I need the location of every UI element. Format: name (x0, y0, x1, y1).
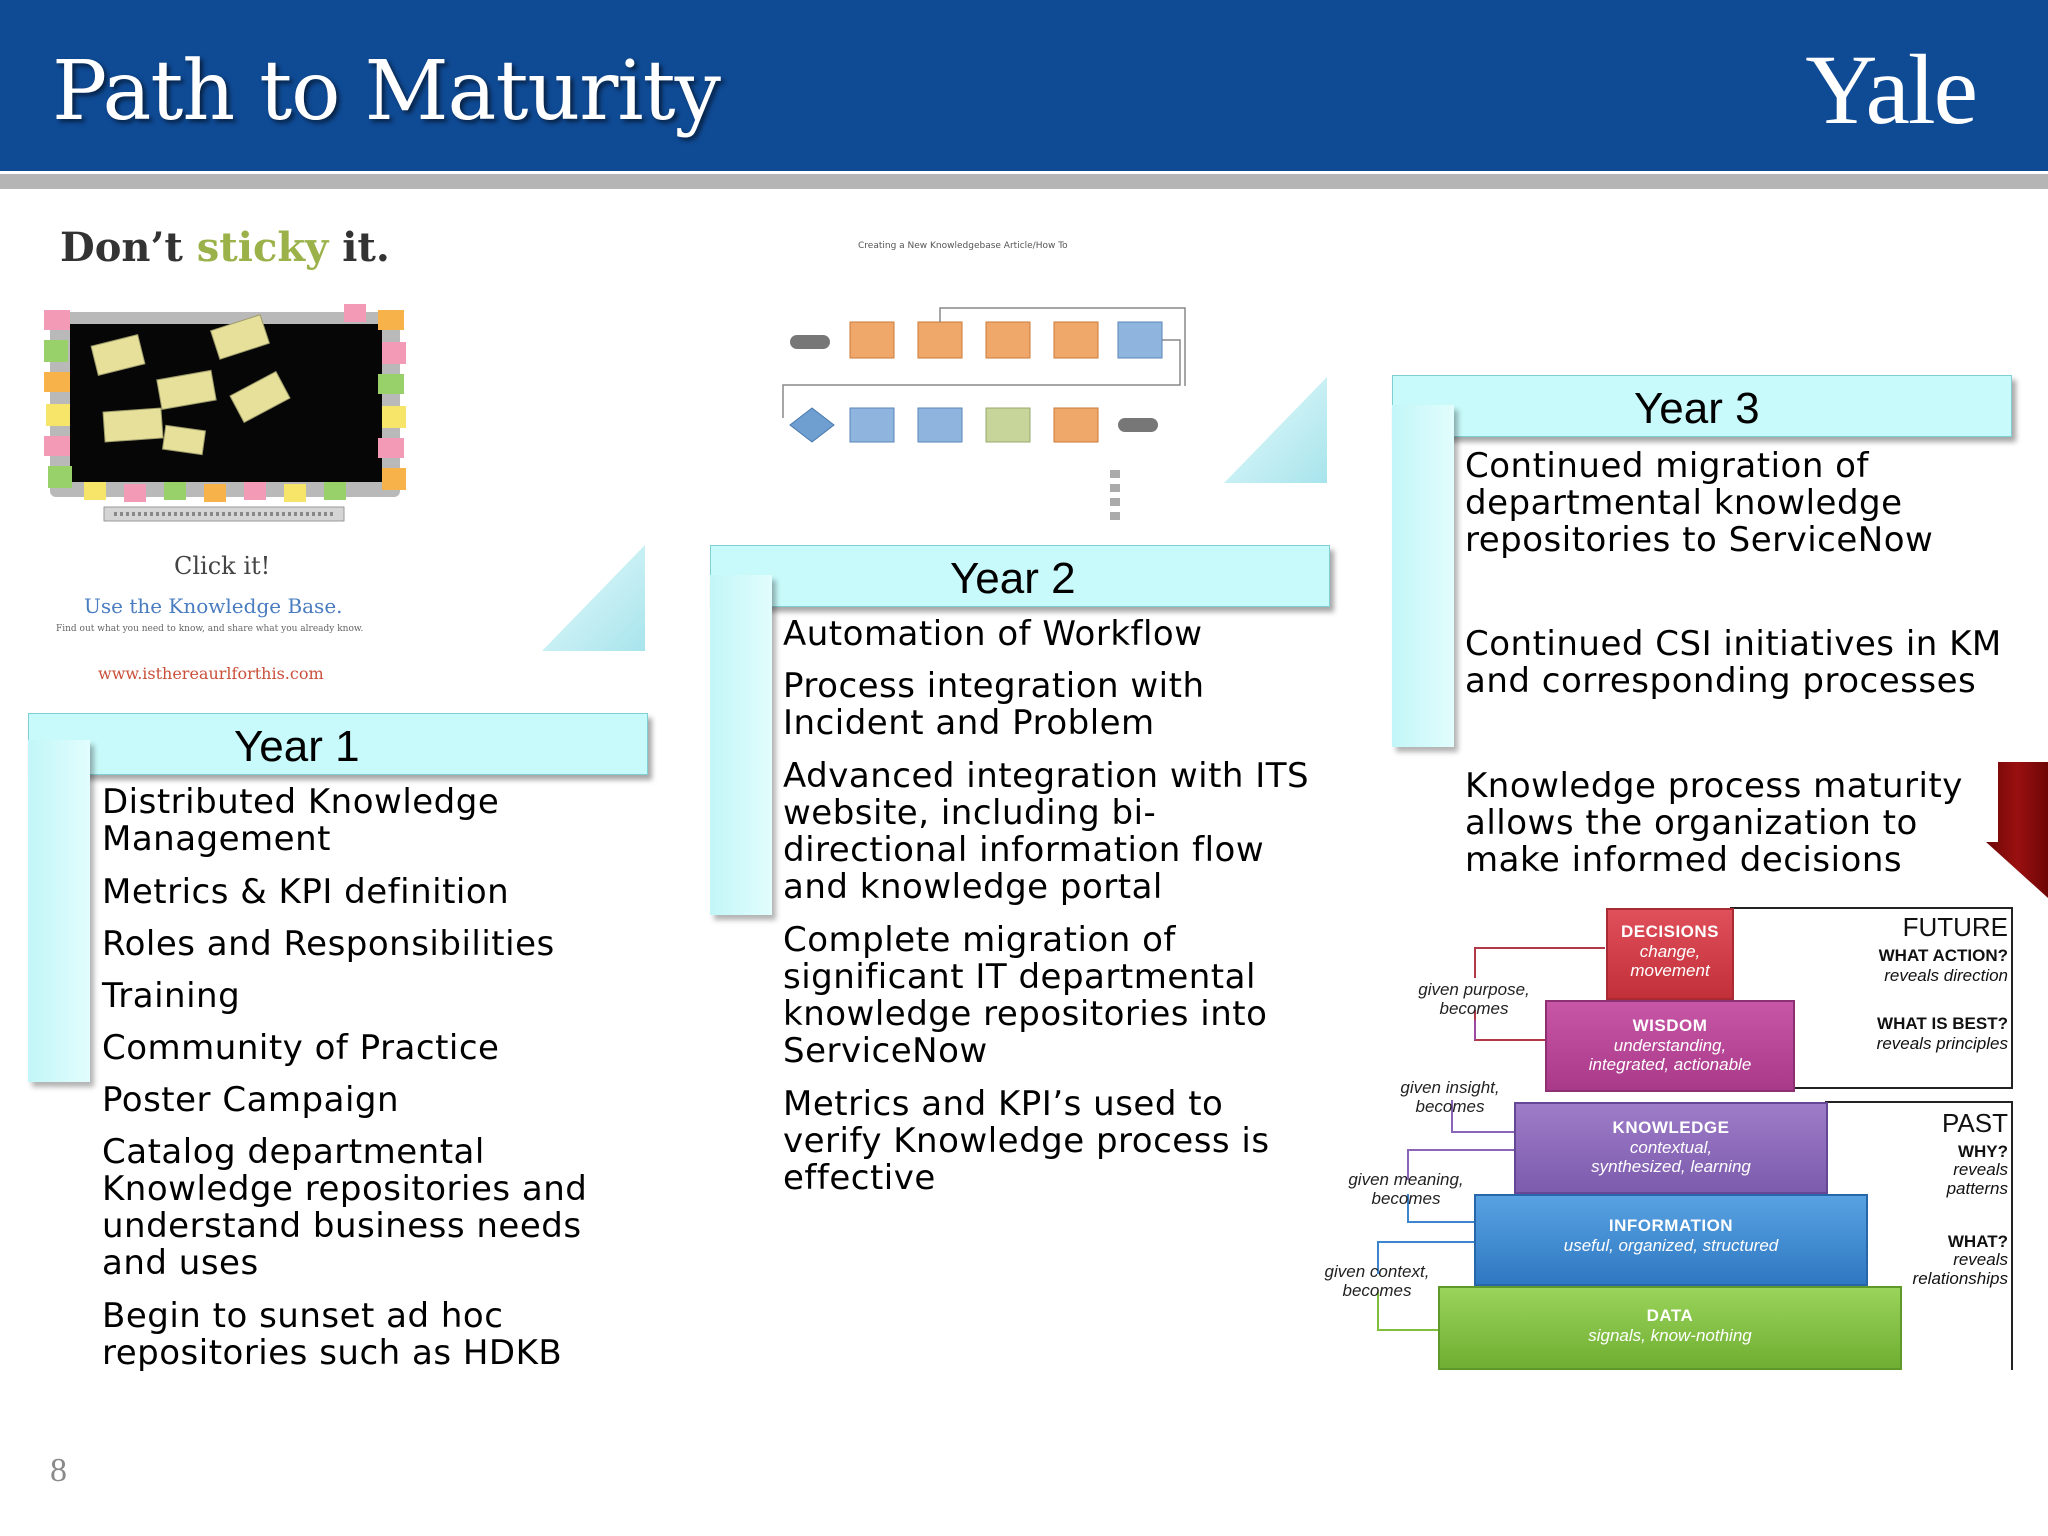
poster-use-text: Use the Knowledge Base. (84, 594, 343, 618)
list-item: Automation of Workflow (783, 614, 1203, 654)
list-item: Begin to sunset ad hoc repositories such… (102, 1296, 563, 1373)
slide-title: Path to Maturity (52, 44, 721, 139)
past-a2: reveals relationships (1912, 1250, 2008, 1288)
past-q1: WHY? (1957, 1142, 2008, 1161)
list-item: Process integration with Incident and Pr… (783, 666, 1205, 743)
list-item: Distributed Knowledge Management (102, 782, 500, 859)
flowchart-caption: Creating a New Knowledgebase Article/How… (858, 241, 1068, 251)
page-number: 8 (50, 1452, 67, 1489)
list-item: Knowledge process maturity allows the or… (1465, 766, 1963, 880)
future-label: FUTURE (1902, 912, 2008, 942)
pyramid-level-decisions: DECISIONS change, movement (1606, 908, 1734, 1000)
list-item: Continued migration of departmental know… (1465, 446, 1934, 560)
future-q2: WHAT IS BEST? (1877, 1014, 2008, 1033)
title-divider (0, 171, 2048, 189)
year1-step-bar (28, 713, 648, 775)
poster-tagline: Find out what you need to know, and shar… (56, 624, 364, 634)
transition-meaning: given meaning, becomes (1348, 1170, 1464, 1208)
list-item: Complete migration of significant IT dep… (783, 920, 1268, 1071)
down-arrow-icon (1986, 762, 2048, 898)
poster-title: Don’t sticky it. (60, 224, 390, 271)
past-q2: WHAT? (1947, 1232, 2008, 1251)
poster-click-text: Click it! (174, 552, 271, 580)
title-bar (0, 0, 2048, 171)
year1-triangle (542, 545, 645, 651)
future-q1: WHAT ACTION? (1878, 946, 2008, 965)
year3-step-post (1392, 405, 1454, 747)
past-a1: reveals patterns (1946, 1160, 2008, 1198)
transition-insight: given insight, becomes (1400, 1078, 1500, 1116)
list-item: Roles and Responsibilities (102, 924, 555, 964)
year2-triangle (1224, 377, 1327, 483)
pyramid-level-wisdom: WISDOM understanding, integrated, action… (1545, 1000, 1795, 1092)
flowchart-diagram (782, 307, 1186, 520)
pyramid-level-knowledge: KNOWLEDGE contextual, synthesized, learn… (1514, 1102, 1828, 1194)
list-item: Continued CSI initiatives in KM and corr… (1465, 624, 2002, 701)
list-item: Catalog departmental Knowledge repositor… (102, 1132, 588, 1283)
year3-step-bar (1392, 375, 2012, 437)
year2-label: Year 2 (950, 554, 1076, 603)
list-item: Metrics and KPI’s used to verify Knowled… (783, 1084, 1270, 1198)
list-item: Training (102, 976, 241, 1016)
past-label: PAST (1942, 1108, 2008, 1138)
pyramid-level-data: DATA signals, know-nothing (1438, 1286, 1902, 1370)
year2-step-post (710, 575, 772, 915)
year3-label: Year 3 (1634, 384, 1760, 433)
future-a2: reveals principles (1876, 1034, 2008, 1053)
monitor-sticky-notes-illustration (44, 304, 406, 522)
list-item: Advanced integration with ITS website, i… (783, 756, 1310, 907)
pyramid-level-information: INFORMATION useful, organized, structure… (1474, 1194, 1868, 1286)
year1-step-post (28, 740, 90, 1082)
transition-purpose: given purpose, becomes (1418, 980, 1530, 1018)
poster-url: www.isthereaurlforthis.com (98, 664, 324, 683)
list-item: Community of Practice (102, 1028, 500, 1068)
year1-label: Year 1 (234, 722, 360, 771)
future-a1: reveals direction (1884, 966, 2008, 985)
yale-logo: Yale (1805, 34, 1978, 145)
list-item: Metrics & KPI definition (102, 872, 510, 912)
pyramid-connectors (1377, 907, 2013, 1370)
transition-context: given context, becomes (1324, 1262, 1430, 1300)
year2-step-bar (710, 545, 1330, 607)
list-item: Poster Campaign (102, 1080, 400, 1120)
